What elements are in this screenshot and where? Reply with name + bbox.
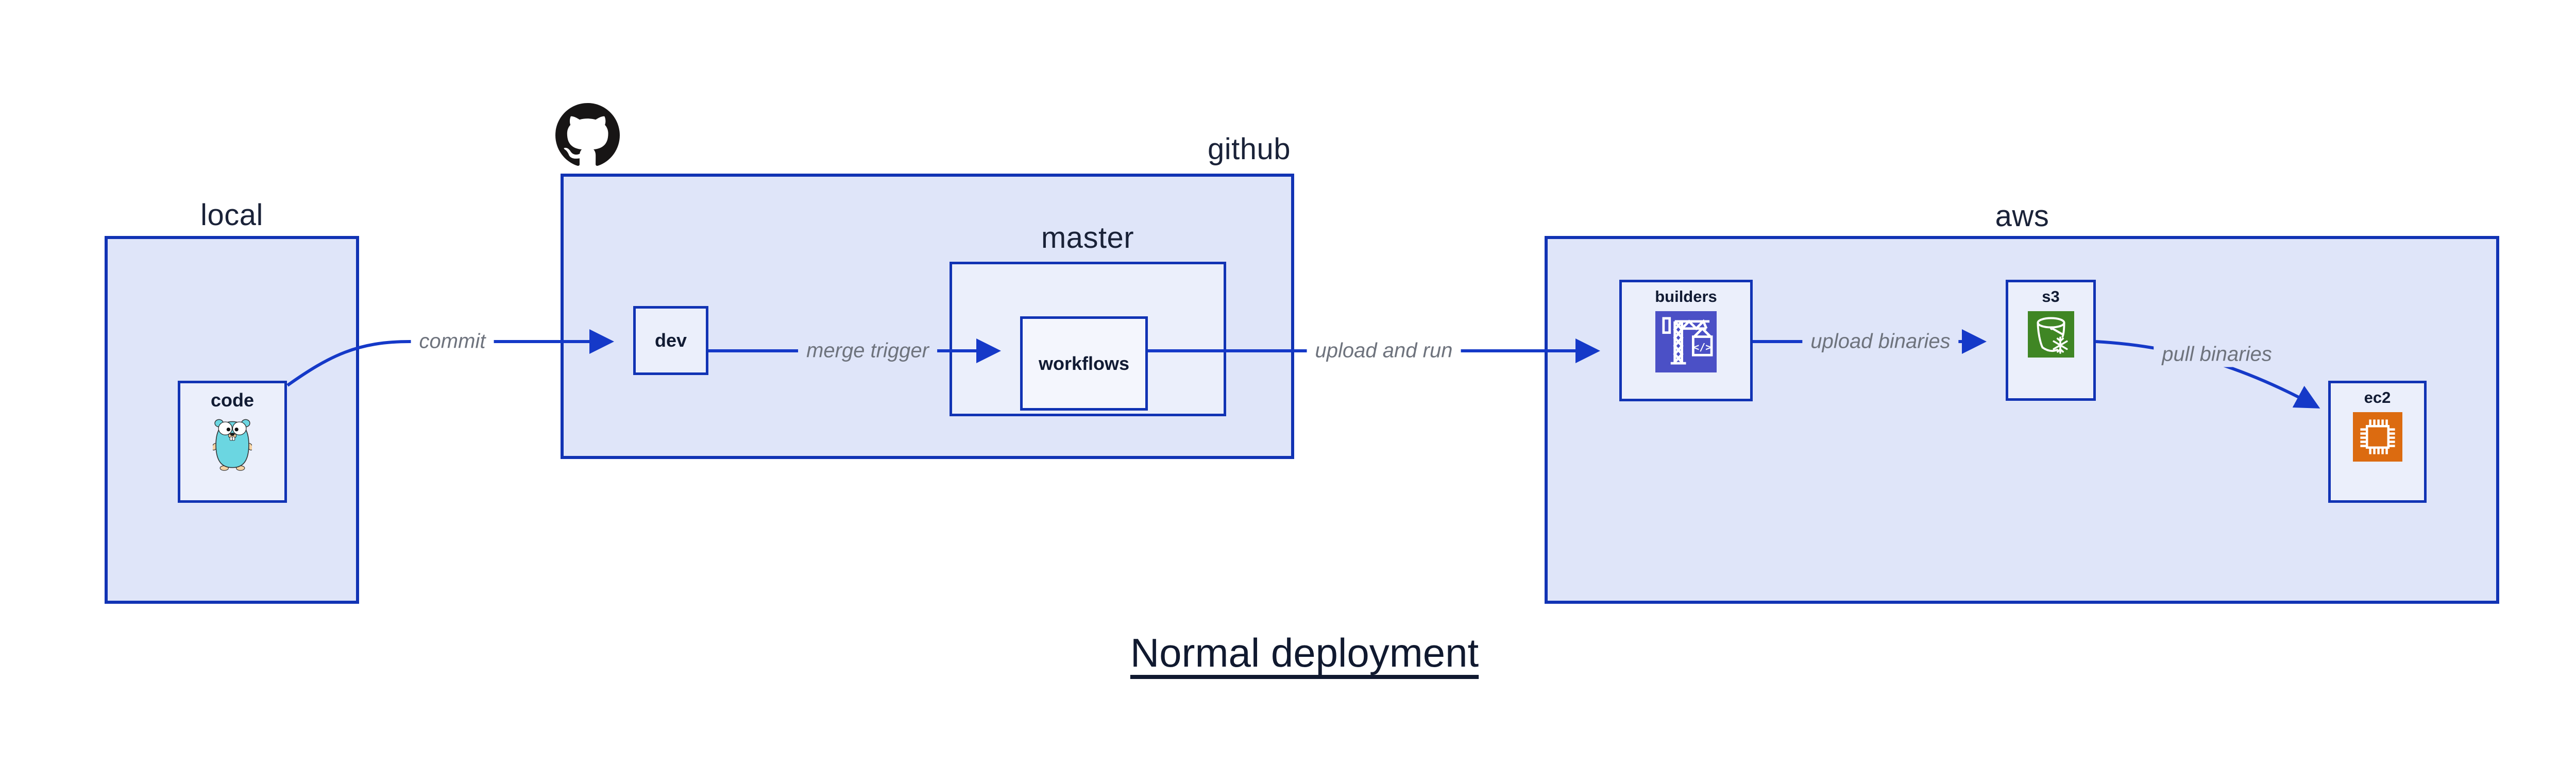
diagram-title: Normal deployment [1130, 630, 1479, 675]
edge-label-upload-and-run: upload and run [1307, 338, 1461, 364]
edge-label-merge-trigger: merge trigger [798, 338, 937, 364]
node-workflows: workflows [1020, 316, 1148, 411]
edge-label-upload-binaries: upload binaries [1802, 329, 1959, 354]
node-s3: s3 [2006, 280, 2096, 401]
edge-label-pull-binaries: pull binaries [2154, 342, 2280, 367]
region-label-github: github [1207, 132, 1291, 166]
node-ec2-label: ec2 [2364, 388, 2391, 406]
node-dev-label: dev [654, 330, 687, 351]
codebuild-glyph: </> [1693, 341, 1711, 353]
go-gopher-icon [213, 416, 252, 471]
codebuild-crane-icon: </> [1655, 311, 1717, 372]
ec2-chip-icon [2352, 412, 2402, 462]
node-builders: builders </> [1619, 280, 1753, 401]
s3-glacier-bucket-icon [2027, 311, 2074, 358]
node-code-label: code [210, 389, 255, 411]
region-label-local: local [200, 198, 263, 232]
edge-label-commit: commit [411, 329, 494, 354]
github-logo-icon [555, 103, 620, 167]
region-label-master: master [1041, 221, 1134, 254]
node-s3-label: s3 [2042, 287, 2060, 305]
node-code: code [178, 381, 287, 503]
node-workflows-label: workflows [1038, 352, 1130, 374]
node-ec2: ec2 [2328, 381, 2427, 503]
node-dev: dev [633, 306, 708, 375]
region-label-aws: aws [1995, 199, 2049, 233]
node-builders-label: builders [1655, 287, 1717, 305]
